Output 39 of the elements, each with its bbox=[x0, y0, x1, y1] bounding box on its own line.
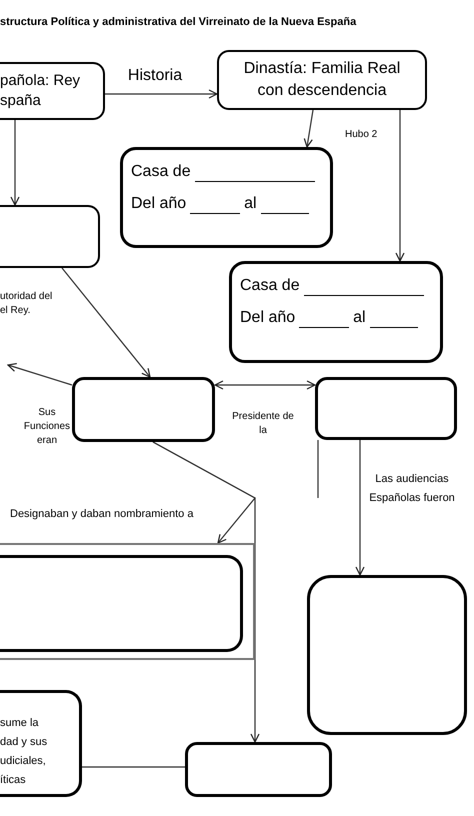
arrow bbox=[152, 441, 260, 743]
form-text: al bbox=[353, 308, 366, 328]
arrow bbox=[105, 89, 218, 99]
note-text: utoridad del el Rey. bbox=[0, 290, 54, 318]
empty-rounded-box bbox=[307, 575, 467, 735]
empty-rounded-box bbox=[185, 742, 332, 797]
form-text: Del año bbox=[131, 194, 186, 214]
note-text: Hubo 2 bbox=[345, 128, 378, 142]
connector-line bbox=[317, 440, 319, 498]
form-text: Casa de bbox=[240, 276, 300, 296]
note-text: Sus Funciones eran bbox=[22, 406, 72, 448]
node-text: Dinastía: Familia Real con descendencia bbox=[242, 59, 402, 101]
rounded-text-box bbox=[0, 690, 82, 797]
arrow bbox=[62, 268, 151, 378]
empty-rounded-box bbox=[0, 205, 100, 268]
rounded-text-box bbox=[229, 261, 443, 363]
arrow bbox=[355, 440, 365, 576]
empty-rounded-box bbox=[0, 543, 255, 660]
empty-rounded-box bbox=[0, 555, 243, 652]
node-text: pañola: Rey spaña bbox=[0, 71, 82, 111]
rounded-text-box bbox=[0, 62, 105, 120]
title: structura Política y administrativa del Virreinato de la Nueva España bbox=[0, 15, 356, 30]
rounded-text-box bbox=[217, 50, 427, 110]
form-text: Del año bbox=[240, 308, 296, 328]
arrow bbox=[7, 362, 72, 386]
rounded-text-box bbox=[120, 147, 333, 248]
note-text: Las audiencias Españolas fueron bbox=[368, 472, 456, 506]
arrow bbox=[10, 120, 20, 206]
empty-rounded-box bbox=[72, 377, 215, 442]
node-text: sume la dad y sus udiciales, íticas bbox=[0, 716, 48, 788]
note-text: Designaban y daban nombramiento a bbox=[10, 507, 194, 522]
form-text: Casa de bbox=[131, 162, 191, 182]
connector-line bbox=[82, 766, 185, 768]
arrow bbox=[395, 110, 405, 262]
arrow bbox=[214, 380, 316, 390]
form-text: al bbox=[244, 194, 257, 214]
empty-rounded-box bbox=[315, 377, 457, 440]
arrow bbox=[304, 110, 314, 148]
note-text: Presidente de la bbox=[232, 410, 294, 438]
